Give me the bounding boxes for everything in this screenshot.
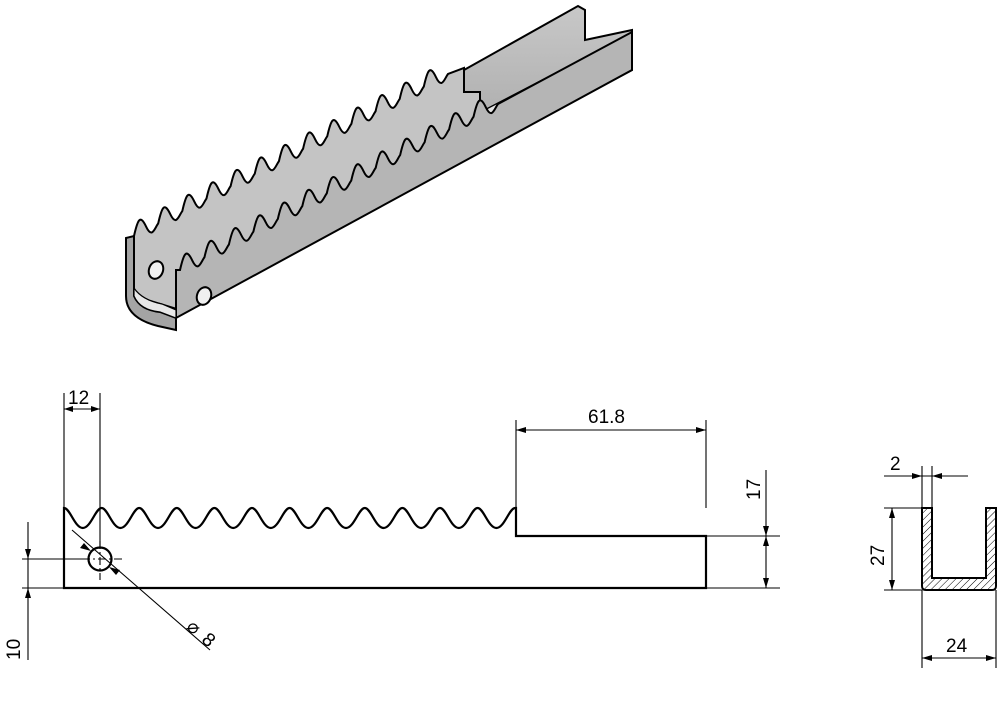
arrow-17-down [763,536,769,546]
rack-isometric-view [125,4,633,332]
arrow-dia-2 [109,567,120,575]
dim-label-dia-8: 8 [197,629,219,652]
rear-toothed-wall [133,66,481,312]
arrow-27-top [889,508,895,518]
arrow-12-right [91,406,100,412]
end-cap-inner [133,286,177,319]
side-profile-outline [62,506,708,590]
dim-diameter-symbol: ⌀ [182,616,204,639]
dim-label-61-8: 61.8 [588,407,625,428]
u-profile-hatched [921,507,997,591]
dim-label-17: 17 [744,479,765,500]
arrow-2-right [932,473,942,479]
arrow-61-left [516,427,526,433]
arrow-24-right [986,655,996,661]
dim-label-10: 10 [4,639,25,660]
arrow-27-bottom [889,580,895,590]
arrow-10-bottom [25,588,31,598]
front-mounting-hole [195,286,213,306]
arrow-17-up [763,526,769,536]
arrow-61-right [696,427,706,433]
dim-label-24: 24 [946,636,968,657]
front-toothed-wall [175,30,633,320]
dim-label-27: 27 [868,545,889,566]
arrow-17-bottom [763,578,769,588]
arrow-2-left [912,473,922,479]
rack-side-view: 12 61.8 17 10 ⌀ 8 [4,388,780,660]
dim-label-2: 2 [890,454,901,475]
leader-line-dia [71,529,211,651]
arrow-dia-1 [80,543,91,551]
dim-label-12: 12 [68,388,89,409]
arrow-10-top [25,549,31,559]
arrow-24-left [922,655,932,661]
rear-mounting-hole [147,260,165,280]
arrow-12-left [64,406,73,412]
u-profile-section: 2 27 24 [868,454,997,668]
